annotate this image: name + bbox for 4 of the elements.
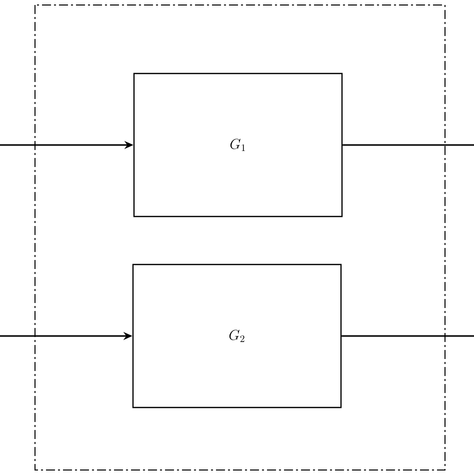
signal-line xyxy=(342,144,474,146)
signal-line xyxy=(342,335,474,337)
block-box: $G_2$ xyxy=(132,264,342,408)
block-box: $G_1$ xyxy=(133,72,343,218)
